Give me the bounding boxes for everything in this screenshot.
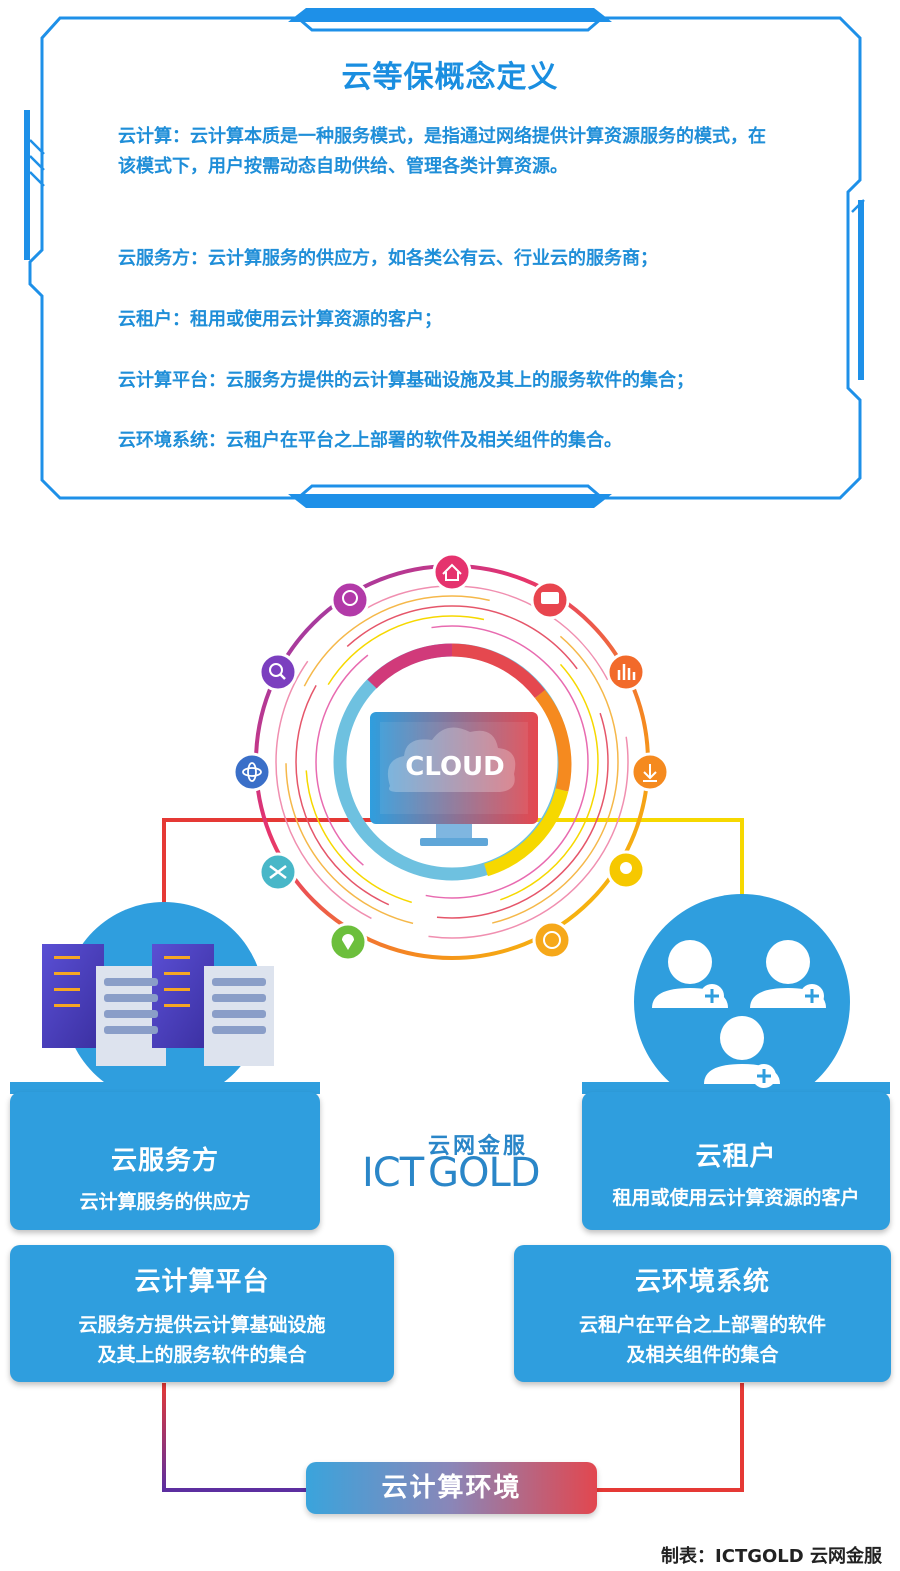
definition-cloud-provider: 云服务方：云计算服务的供应方，如各类公有云、行业云的服务商； — [118, 248, 658, 269]
ictgold-logo: 云网金服 ICT GOLD — [362, 1128, 552, 1200]
cloud-platform-box: 云计算平台 云服务方提供云计算基础设施 及其上的服务软件的集合 — [10, 1245, 394, 1382]
servers-illustration — [10, 902, 320, 1102]
cloud-tenant-box: 云租户 租用或使用云计算资源的客户 — [582, 1092, 890, 1230]
search-icon — [258, 652, 298, 692]
cloud-platform-desc: 云服务方提供云计算基础设施 及其上的服务软件的集合 — [10, 1310, 394, 1370]
cloud-platform-desc-line2: 及其上的服务软件的集合 — [97, 1344, 307, 1366]
logo-gold: GOLD — [428, 1150, 541, 1196]
definition-cloud-platform: 云计算平台：云服务方提供的云计算基础设施及其上的服务软件的集合； — [118, 370, 694, 391]
bulb-icon — [606, 850, 646, 890]
bar-chart-icon — [606, 652, 646, 692]
connector-left-bottom — [162, 1383, 306, 1492]
inner-segment-ring — [333, 643, 572, 881]
definition-cloud-tenant: 云租户：租用或使用云计算资源的客户； — [118, 309, 442, 330]
cloud-env-system-desc: 云租户在平台之上部署的软件 及相关组件的集合 — [514, 1310, 891, 1370]
frame-bottom-tab — [288, 494, 612, 508]
logo-ict: ICT — [362, 1150, 424, 1196]
users-illustration — [582, 894, 890, 1110]
frame-right-bar — [858, 200, 864, 380]
ring-icons — [232, 552, 670, 962]
cloud-platform-title: 云计算平台 — [134, 1267, 270, 1297]
cloud-provider-desc: 云计算服务的供应方 — [79, 1191, 251, 1213]
frame-left-bar — [24, 110, 30, 260]
frame-top-tab — [288, 8, 612, 22]
definition-frame — [24, 8, 865, 508]
cloud-provider-box: 云服务方 云计算服务的供应方 — [10, 1092, 320, 1230]
cloud-env-system-desc-line2: 及相关组件的集合 — [626, 1344, 779, 1366]
cloud-env-system-title: 云环境系统 — [634, 1267, 770, 1297]
network-icon — [258, 852, 298, 892]
cloud-platform-desc-line1: 云服务方提供云计算基础设施 — [78, 1314, 326, 1336]
location-pin-icon — [328, 922, 368, 962]
definition-cloud-computing: 云计算：云计算本质是一种服务模式，是指通过网络提供计算资源服务的模式，在该模式下… — [118, 126, 766, 177]
credit-line: 制表：ICTGOLD 云网金服 — [661, 1546, 882, 1567]
globe-icon — [532, 920, 572, 960]
cloud-env-system-desc-line1: 云租户在平台之上部署的软件 — [578, 1314, 826, 1336]
logo-chinese-name: 云网金服 — [428, 1134, 529, 1159]
cloud-label: CLOUD — [405, 752, 505, 782]
cloud-tenant-desc: 租用或使用云计算资源的客户 — [612, 1187, 860, 1209]
cloud-provider-title: 云服务方 — [110, 1146, 219, 1176]
cloud-environment-bar: 云计算环境 — [306, 1462, 597, 1514]
chat-icon — [530, 580, 570, 620]
atom-icon — [232, 752, 272, 792]
home-icon — [432, 552, 472, 592]
cloud-monitor-icon — [370, 712, 538, 846]
cloud-tenant-title: 云租户 — [695, 1142, 777, 1172]
feedback-icon — [330, 580, 370, 620]
page-title: 云等保概念定义 — [341, 60, 559, 95]
download-icon — [630, 752, 670, 792]
connector-right-bottom — [597, 1383, 744, 1492]
definition-cloud-env-system: 云环境系统：云租户在平台之上部署的软件及相关组件的集合。 — [118, 430, 622, 451]
cloud-env-system-box: 云环境系统 云租户在平台之上部署的软件 及相关组件的集合 — [514, 1245, 891, 1382]
